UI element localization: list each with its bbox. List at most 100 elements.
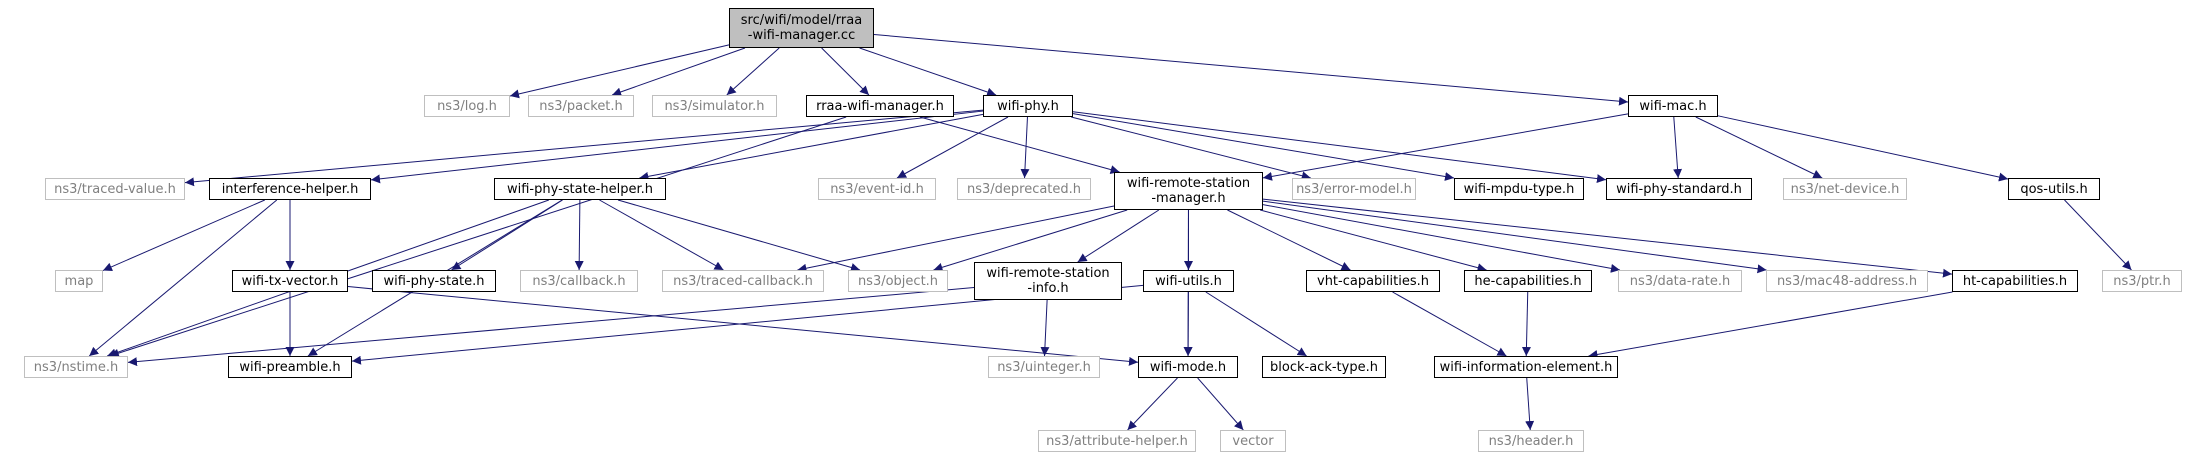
node-vht-capabilities-h-label: vht-capabilities.h	[1317, 273, 1429, 289]
edge-rraa_h-to-nstime	[109, 116, 847, 358]
edge-qos_utils-to-ptr	[2064, 199, 2132, 271]
node-interference-helper-h[interactable]: interference-helper.h	[209, 178, 371, 200]
edge-phy_state_helper-to-phy_state	[451, 199, 563, 271]
node-ns3-ptr-h-label: ns3/ptr.h	[2113, 273, 2171, 289]
node-wifi-mac-h[interactable]: wifi-mac.h	[1628, 95, 1718, 117]
node-wifi-information-element-h[interactable]: wifi-information-element.h	[1434, 356, 1618, 378]
edge-phy_state_helper-to-traced_callback	[599, 199, 724, 271]
edge-vht-to-wie	[1392, 291, 1507, 357]
node-map[interactable]: map	[55, 270, 103, 292]
edge-rsm-to-ht	[1262, 198, 1953, 278]
node-wifi-phy-state-h[interactable]: wifi-phy-state.h	[372, 270, 496, 292]
node-ns3-nstime-h-label: ns3/nstime.h	[33, 359, 119, 375]
node-wifi-mode-h[interactable]: wifi-mode.h	[1138, 356, 1238, 378]
node-ns3-attribute-helper-h[interactable]: ns3/attribute-helper.h	[1038, 430, 1196, 452]
node-ns3-mac48-address-h[interactable]: ns3/mac48-address.h	[1766, 270, 1928, 292]
edge-wifi_phy-to-phy_state_helper	[639, 113, 984, 181]
edge-interference-to-nstime	[88, 199, 278, 357]
edge-rraa_cc-to-simulator	[726, 47, 780, 96]
node-ns3-error-model-h-label: ns3/error-model.h	[1296, 181, 1412, 197]
node-wifi-phy-standard-h[interactable]: wifi-phy-standard.h	[1606, 178, 1752, 200]
node-wifi-tx-vector-h-label: wifi-tx-vector.h	[241, 273, 339, 289]
node-ht-capabilities-h-label: ht-capabilities.h	[1962, 273, 2068, 289]
node-ns3-callback-h-label: ns3/callback.h	[532, 273, 626, 289]
node-ns3-traced-value-h[interactable]: ns3/traced-value.h	[45, 178, 185, 200]
edge-wifi_phy-to-error_model	[1071, 116, 1311, 181]
node-wifi-remote-station-manager-h[interactable]: wifi-remote-station -manager.h	[1114, 172, 1263, 210]
edge-he-to-wie	[1521, 291, 1531, 357]
node-vht-capabilities-h[interactable]: vht-capabilities.h	[1306, 270, 1440, 292]
node-ns3-header-h[interactable]: ns3/header.h	[1478, 430, 1584, 452]
node-block-ack-type-h-label: block-ack-type.h	[1270, 359, 1378, 375]
node-ns3-data-rate-h-label: ns3/data-rate.h	[1629, 273, 1731, 289]
node-ns3-log-h[interactable]: ns3/log.h	[424, 95, 510, 117]
node-ns3-traced-callback-h-label: ns3/traced-callback.h	[673, 273, 813, 289]
edge-rsm-to-traced_callback	[797, 205, 1115, 273]
node-wifi-preamble-h-label: wifi-preamble.h	[239, 359, 341, 375]
node-ns3-callback-h[interactable]: ns3/callback.h	[520, 270, 638, 292]
node-wifi-remote-station-info-h[interactable]: wifi-remote-station -info.h	[974, 262, 1122, 300]
node-ns3-event-id-h[interactable]: ns3/event-id.h	[818, 178, 936, 200]
edge-wifi_mac-to-rsm	[1262, 113, 1629, 181]
node-ns3-ptr-h[interactable]: ns3/ptr.h	[2102, 270, 2182, 292]
node-wifi-mpdu-type-h-label: wifi-mpdu-type.h	[1463, 181, 1575, 197]
node-rraa-wifi-manager-h[interactable]: rraa-wifi-manager.h	[806, 95, 954, 117]
edge-wifi_utils-to-block_ack	[1205, 291, 1307, 357]
node-ns3-deprecated-h-label: ns3/deprecated.h	[966, 181, 1082, 197]
node-map-label: map	[64, 273, 94, 289]
node-ht-capabilities-h[interactable]: ht-capabilities.h	[1952, 270, 2078, 292]
edge-rsm-to-mac48	[1262, 200, 1767, 274]
edge-rsm-to-data_rate	[1262, 204, 1621, 273]
node-ns3-net-device-h[interactable]: ns3/net-device.h	[1783, 178, 1907, 200]
node-wifi-phy-h[interactable]: wifi-phy.h	[983, 95, 1073, 117]
edge-wifi_phy-to-phy_standard	[1072, 111, 1607, 184]
edge-interference-to-map	[102, 199, 265, 272]
node-ns3-error-model-h[interactable]: ns3/error-model.h	[1292, 178, 1416, 200]
node-ns3-object-h[interactable]: ns3/object.h	[848, 270, 948, 292]
node-vector[interactable]: vector	[1220, 430, 1286, 452]
edge-wifi_mac-to-net_device	[1695, 116, 1823, 179]
node-rraa-wifi-manager-h-label: rraa-wifi-manager.h	[816, 98, 944, 114]
node-wifi-mpdu-type-h[interactable]: wifi-mpdu-type.h	[1454, 178, 1584, 200]
node-wifi-tx-vector-h[interactable]: wifi-tx-vector.h	[232, 270, 348, 292]
node-ns3-simulator-h[interactable]: ns3/simulator.h	[652, 95, 777, 117]
node-wifi-utils-h[interactable]: wifi-utils.h	[1143, 270, 1234, 292]
node-ns3-nstime-h[interactable]: ns3/nstime.h	[24, 356, 128, 378]
node-ns3-attribute-helper-h-label: ns3/attribute-helper.h	[1046, 433, 1188, 449]
edge-rraa_h-to-rsm	[919, 116, 1120, 174]
node-ns3-log-h-label: ns3/log.h	[437, 98, 497, 114]
node-block-ack-type-h[interactable]: block-ack-type.h	[1262, 356, 1386, 378]
edge-wifi_mac-to-qos_utils	[1717, 115, 2009, 182]
edge-rraa_cc-to-rraa_h	[821, 47, 870, 96]
node-wifi-mode-h-label: wifi-mode.h	[1149, 359, 1227, 375]
edge-phy_state_helper-to-callback	[574, 199, 584, 271]
node-wifi-preamble-h[interactable]: wifi-preamble.h	[228, 356, 352, 378]
edge-wifi_mode-to-vector	[1197, 377, 1244, 431]
node-rraa-wifi-manager-cc[interactable]: src/wifi/model/rraa -wifi-manager.cc	[729, 8, 874, 48]
edge-wifi_phy-to-mpdu_type	[1072, 113, 1455, 181]
edge-wifi_mode-to-attribute_helper	[1127, 377, 1178, 431]
node-qos-utils-h-label: qos-utils.h	[2020, 181, 2088, 197]
node-wifi-phy-state-helper-h[interactable]: wifi-phy-state-helper.h	[494, 178, 666, 200]
node-wifi-remote-station-manager-h-line2: -manager.h	[1151, 191, 1226, 206]
node-ns3-data-rate-h[interactable]: ns3/data-rate.h	[1618, 270, 1742, 292]
edge-rraa_cc-to-wifi_mac	[873, 33, 1629, 106]
node-he-capabilities-h[interactable]: he-capabilities.h	[1464, 270, 1592, 292]
node-wifi-remote-station-info-h-line2: -info.h	[1027, 281, 1069, 296]
node-qos-utils-h[interactable]: qos-utils.h	[2008, 178, 2100, 200]
node-ns3-deprecated-h[interactable]: ns3/deprecated.h	[957, 178, 1091, 200]
node-interference-helper-h-label: interference-helper.h	[221, 181, 359, 197]
node-ns3-packet-h-label: ns3/packet.h	[539, 98, 623, 114]
edge-ht-to-wie	[1588, 291, 1953, 359]
node-wifi-phy-state-helper-h-label: wifi-phy-state-helper.h	[506, 181, 653, 197]
node-rraa-wifi-manager-cc-line2: -wifi-manager.cc	[747, 28, 856, 43]
edge-rsm-to-object	[933, 209, 1128, 272]
node-ns3-traced-callback-h[interactable]: ns3/traced-callback.h	[662, 270, 824, 292]
node-ns3-uinteger-h[interactable]: ns3/uinteger.h	[988, 356, 1100, 378]
node-ns3-packet-h[interactable]: ns3/packet.h	[528, 95, 634, 117]
edge-wifi_phy-to-traced_value	[184, 109, 984, 187]
node-wifi-information-element-h-label: wifi-information-element.h	[1439, 359, 1613, 375]
edge-tx_vector-to-wifi_mode	[347, 286, 1139, 366]
